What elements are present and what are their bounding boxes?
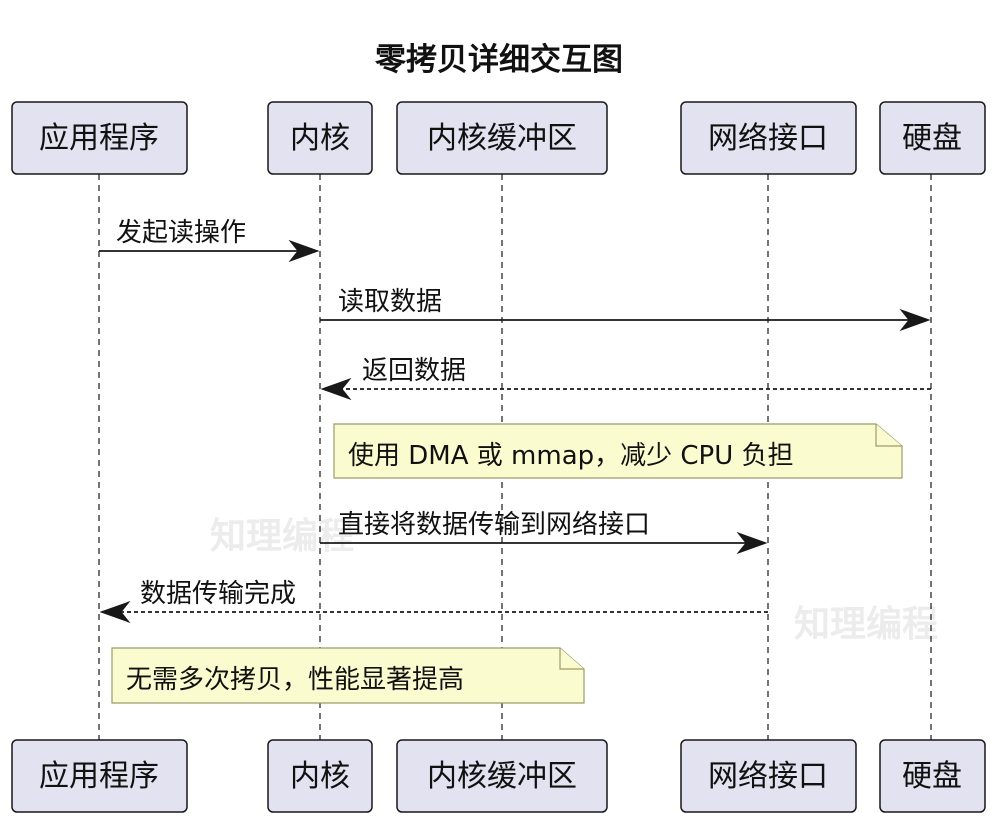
- participant-label: 硬盘: [902, 759, 962, 794]
- message-label: 直接将数据传输到网络接口: [338, 510, 650, 540]
- participant-disk-bottom: 硬盘: [879, 739, 986, 813]
- watermark-left: 知理编程: [210, 516, 354, 557]
- participant-kernel-buffer-bottom: 内核缓冲区: [396, 739, 608, 813]
- message-transfer-complete: 数据传输完成: [99, 579, 768, 624]
- message-label: 数据传输完成: [140, 579, 296, 609]
- message-return-data: 返回数据: [320, 356, 931, 401]
- arrow-right-icon: [288, 239, 320, 263]
- participant-label: 网络接口: [708, 121, 828, 156]
- participant-network-interface-top: 网络接口: [680, 101, 857, 175]
- participant-label: 内核缓冲区: [427, 759, 577, 794]
- message-read-data: 读取数据: [320, 287, 931, 332]
- arrow-right-icon: [736, 531, 768, 555]
- participant-app-bottom: 应用程序: [11, 739, 188, 813]
- participant-network-interface-bottom: 网络接口: [680, 739, 857, 813]
- participant-label: 内核缓冲区: [427, 121, 577, 156]
- arrow-left-icon: [99, 600, 131, 624]
- participant-kernel-buffer-top: 内核缓冲区: [396, 101, 608, 175]
- message-initiate-read: 发起读操作: [99, 218, 320, 263]
- participant-label: 网络接口: [708, 759, 828, 794]
- arrow-left-icon: [320, 377, 352, 401]
- message-label: 返回数据: [362, 356, 466, 386]
- note-text: 使用 DMA 或 mmap，减少 CPU 负担: [348, 441, 794, 471]
- participant-label: 内核: [290, 759, 350, 794]
- participant-app-top: 应用程序: [11, 101, 188, 175]
- watermark-right: 知理编程: [794, 604, 938, 645]
- note-text: 无需多次拷贝，性能显著提高: [126, 665, 464, 695]
- participant-kernel-top: 内核: [267, 101, 373, 175]
- arrow-right-icon: [899, 308, 931, 332]
- message-direct-transfer: 直接将数据传输到网络接口: [320, 510, 768, 555]
- participant-label: 内核: [290, 121, 350, 156]
- message-label: 读取数据: [338, 287, 442, 317]
- participant-label: 应用程序: [39, 759, 159, 794]
- participant-disk-top: 硬盘: [879, 101, 986, 175]
- diagram-title: 零拷贝详细交互图: [375, 42, 623, 78]
- participant-kernel-bottom: 内核: [267, 739, 373, 813]
- message-label: 发起读操作: [116, 218, 246, 248]
- participant-label: 硬盘: [902, 121, 962, 156]
- participant-label: 应用程序: [39, 121, 159, 156]
- note-dma-mmap: 使用 DMA 或 mmap，减少 CPU 负担: [333, 423, 903, 479]
- note-no-extra-copy: 无需多次拷贝，性能显著提高: [111, 647, 585, 704]
